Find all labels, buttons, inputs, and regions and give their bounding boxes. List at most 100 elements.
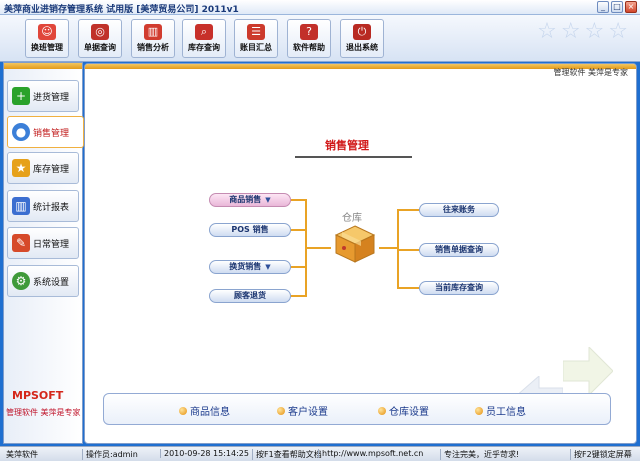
product-info-link[interactable]: 商品信息 bbox=[179, 403, 230, 418]
chart-icon: ▥ bbox=[12, 197, 30, 215]
toolbar-label: 销售分析 bbox=[137, 43, 169, 52]
star-icon: ★ bbox=[12, 159, 30, 177]
connector-line bbox=[291, 295, 305, 297]
status-datetime: 2010-09-28 15:14:25 bbox=[160, 449, 249, 458]
toolbar-label: 库存查询 bbox=[188, 43, 220, 52]
pos-sales-button[interactable]: POS 销售 bbox=[209, 223, 291, 237]
brand-slogan: 管理软件 美萍是专家 bbox=[6, 408, 81, 417]
maximize-button[interactable]: □ bbox=[611, 1, 623, 13]
people-icon: ☺ bbox=[38, 24, 56, 40]
page-title: 销售管理 bbox=[325, 139, 369, 152]
search-icon: ⌕ bbox=[195, 24, 213, 40]
chevron-down-icon: ▼ bbox=[265, 263, 271, 271]
sidebar-item-reports[interactable]: ▥ 统计报表 bbox=[7, 190, 79, 222]
sidebar-item-settings[interactable]: ⚙ 系统设置 bbox=[7, 265, 79, 297]
shift-management-button[interactable]: ☺ 换班管理 bbox=[25, 19, 69, 58]
sidebar-item-inventory[interactable]: ★ 库存管理 bbox=[7, 152, 79, 184]
globe-icon: ● bbox=[12, 123, 30, 141]
bullet-icon bbox=[277, 406, 285, 415]
sidebar-item-label: 进货管理 bbox=[33, 92, 70, 103]
warehouse-box-icon bbox=[334, 225, 376, 263]
employee-info-link[interactable]: 员工信息 bbox=[475, 403, 526, 418]
sidebar-item-label: 销售管理 bbox=[33, 128, 70, 139]
glasses-icon: ◎ bbox=[91, 24, 109, 40]
sidebar-item-label: 库存管理 bbox=[33, 164, 70, 175]
status-app: 美萍软件 bbox=[6, 450, 38, 459]
sidebar-item-daily[interactable]: ✎ 日常管理 bbox=[7, 227, 79, 259]
title-bar: 美萍商业进销存管理系统 试用版 [美萍贸易公司] 2011v1 _ □ × bbox=[0, 0, 640, 15]
sidebar: + 进货管理 ● 销售管理 ★ 库存管理 ▥ 统计报表 ✎ 日常管理 ⚙ 系统设… bbox=[3, 62, 84, 444]
exchange-sales-button[interactable]: 换货销售▼ bbox=[209, 260, 291, 274]
window-controls: _ □ × bbox=[597, 1, 637, 13]
sidebar-item-label: 统计报表 bbox=[33, 202, 70, 213]
bullet-icon bbox=[475, 406, 483, 415]
sidebar-accent bbox=[4, 63, 82, 69]
quick-links-bar: 商品信息 客户设置 仓库设置 员工信息 bbox=[103, 393, 611, 425]
document-query-button[interactable]: ◎ 单据查询 bbox=[78, 19, 122, 58]
link-label: 员工信息 bbox=[486, 407, 526, 418]
link-label: 仓库设置 bbox=[389, 407, 429, 418]
warehouse-label: 仓库 bbox=[342, 213, 362, 224]
status-operator: 操作员:admin bbox=[82, 449, 138, 460]
corner-slogan: 管理软件 美萍是专家 bbox=[553, 68, 628, 77]
status-url[interactable]: http://www.mpsoft.net.cn bbox=[318, 449, 423, 458]
status-motto: 专注完美，近乎苛求! bbox=[440, 449, 519, 460]
button-label: 销售单据查询 bbox=[435, 245, 483, 254]
product-sales-button[interactable]: 商品销售▼ bbox=[209, 193, 291, 207]
inventory-query-button[interactable]: ⌕ 库存查询 bbox=[182, 19, 226, 58]
sidebar-item-label: 日常管理 bbox=[33, 239, 70, 250]
main-panel: 管理软件 美萍是专家 销售管理 商品销售▼ POS 销售 换货销售▼ 顾客退货 … bbox=[84, 63, 637, 444]
sidebar-item-purchase[interactable]: + 进货管理 bbox=[7, 80, 79, 112]
connector-line bbox=[291, 229, 305, 231]
help-button[interactable]: ? 软件帮助 bbox=[287, 19, 331, 58]
toolbar-label: 软件帮助 bbox=[293, 43, 325, 52]
accounts-button[interactable]: 往来账务 bbox=[419, 203, 499, 217]
sales-analysis-button[interactable]: ▥ 销售分析 bbox=[131, 19, 175, 58]
account-summary-button[interactable]: ☰ 账目汇总 bbox=[234, 19, 278, 58]
connector-line bbox=[291, 199, 305, 201]
button-label: 往来账务 bbox=[443, 205, 475, 214]
status-help: 按F1查看帮助文档 bbox=[252, 449, 322, 460]
connector-line bbox=[291, 266, 305, 268]
sidebar-item-sales[interactable]: ● 销售管理 bbox=[7, 116, 84, 148]
toolbar: ☺ 换班管理 ◎ 单据查询 ▥ 销售分析 ⌕ 库存查询 ☰ 账目汇总 ? 软件帮… bbox=[0, 15, 640, 62]
exit-button[interactable]: ⏻ 退出系统 bbox=[340, 19, 384, 58]
toolbar-label: 单据查询 bbox=[84, 43, 116, 52]
customer-settings-link[interactable]: 客户设置 bbox=[277, 403, 328, 418]
help-icon: ? bbox=[300, 24, 318, 40]
gear-icon: ⚙ bbox=[12, 272, 30, 290]
link-label: 客户设置 bbox=[288, 407, 328, 418]
connector-line bbox=[397, 287, 419, 289]
button-label: 当前库存查询 bbox=[435, 283, 483, 292]
bullet-icon bbox=[378, 406, 386, 415]
window-title: 美萍商业进销存管理系统 试用版 [美萍贸易公司] 2011v1 bbox=[4, 5, 239, 15]
connector-line bbox=[397, 209, 399, 288]
button-label: 商品销售 bbox=[229, 195, 262, 204]
connector-line bbox=[397, 249, 419, 251]
bar-chart-icon: ▥ bbox=[144, 24, 162, 40]
button-label: 换货销售 bbox=[229, 262, 262, 271]
status-lock: 按F2键锁定屏幕 bbox=[570, 449, 632, 460]
close-button[interactable]: × bbox=[625, 1, 637, 13]
brand-logo: MPSOFT bbox=[12, 389, 64, 402]
tools-icon: ✎ bbox=[12, 234, 30, 252]
chevron-down-icon: ▼ bbox=[265, 196, 271, 204]
title-divider bbox=[295, 156, 412, 158]
ledger-icon: ☰ bbox=[247, 24, 265, 40]
toolbar-label: 退出系统 bbox=[346, 43, 378, 52]
connector-line bbox=[379, 247, 397, 249]
current-stock-query-button[interactable]: 当前库存查询 bbox=[419, 281, 499, 295]
customer-return-button[interactable]: 顾客退货 bbox=[209, 289, 291, 303]
button-label: 顾客退货 bbox=[234, 291, 266, 300]
sales-document-query-button[interactable]: 销售单据查询 bbox=[419, 243, 499, 257]
forward-arrow-icon[interactable] bbox=[563, 347, 613, 395]
main-accent bbox=[85, 64, 636, 69]
bullet-icon bbox=[179, 406, 187, 415]
link-label: 商品信息 bbox=[190, 407, 230, 418]
connector-line bbox=[305, 247, 331, 249]
status-bar: 美萍软件 操作员:admin 2010-09-28 15:14:25 按F1查看… bbox=[0, 446, 640, 461]
minimize-button[interactable]: _ bbox=[597, 1, 609, 13]
toolbar-label: 换班管理 bbox=[31, 43, 63, 52]
warehouse-settings-link[interactable]: 仓库设置 bbox=[378, 403, 429, 418]
sidebar-item-label: 系统设置 bbox=[33, 277, 70, 288]
